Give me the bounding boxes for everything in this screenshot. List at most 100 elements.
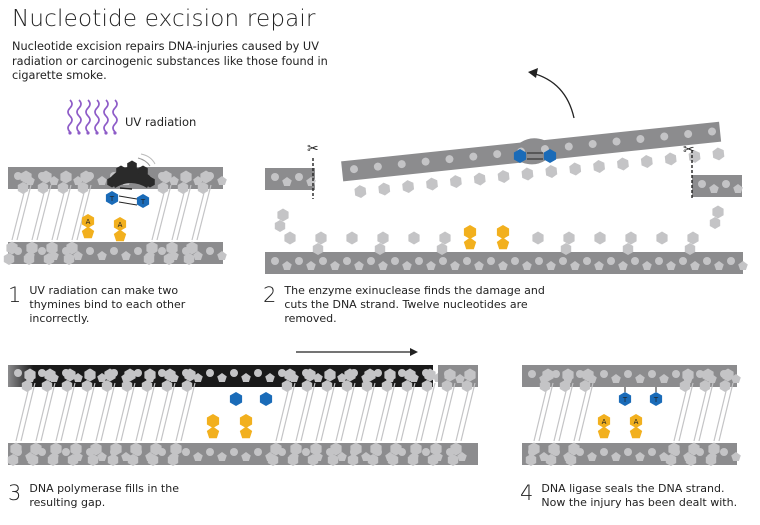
adenine-base: [543, 149, 557, 163]
nucleotide-base: [665, 454, 677, 466]
sugar-dot: [254, 369, 262, 377]
sugar-dot: [655, 257, 663, 265]
nucleotide-base: [545, 165, 558, 178]
nucleotide-base: [180, 170, 192, 184]
base-pair-link: [440, 382, 456, 442]
base-pair-link: [95, 382, 111, 442]
nucleotide-base: [310, 442, 322, 456]
nucleotide-base: [569, 162, 582, 176]
nucleotide-base: [664, 152, 677, 166]
nucleotide-base: [10, 442, 22, 456]
step-text: The enzyme exinuclease finds the damage …: [284, 284, 545, 325]
base-pair-link: [698, 382, 714, 442]
base-pair-link: [51, 184, 67, 241]
phosphate-pentagon: [642, 261, 652, 270]
enzyme-subunit: [116, 165, 126, 177]
nucleotide-base: [560, 243, 572, 255]
nucleotide-base: [160, 170, 172, 184]
phosphate-pentagon: [587, 452, 597, 461]
nucleotide-base: [447, 454, 459, 466]
sugar-dot: [487, 257, 495, 265]
sugar-dot: [511, 257, 519, 265]
step-number: 1: [8, 283, 22, 307]
base-pair-link: [415, 382, 431, 442]
phosphate-pentagon: [217, 452, 227, 461]
phosphate-pentagon: [498, 261, 508, 270]
sugar-dot: [624, 448, 632, 456]
phosphate-pentagon: [73, 251, 83, 260]
nucleotide-base: [430, 442, 442, 456]
uv-wave-end: [68, 131, 72, 135]
nucleotide-base: [124, 368, 136, 382]
phosphate-pentagon: [731, 452, 741, 461]
phosphate-pentagon: [594, 261, 604, 270]
sugar-dot: [398, 369, 406, 377]
nucleotide-base: [290, 442, 302, 456]
phosphate-pentagon: [457, 452, 467, 461]
nucleotide-base: [84, 368, 96, 382]
sugar-dot: [727, 257, 735, 265]
nucleotide-base: [43, 253, 55, 265]
uv-wave-end: [86, 131, 90, 135]
nucleotide-base: [66, 241, 78, 255]
nucleotide-base: [705, 454, 717, 466]
phosphate-pentagon: [217, 176, 227, 185]
nucleotide-base: [267, 454, 279, 466]
phosphate-pentagon: [635, 374, 645, 383]
sugar-dot: [672, 370, 680, 378]
sugar-dot: [636, 135, 645, 144]
adenine-base: [513, 149, 527, 163]
adenine-base: [463, 237, 477, 250]
nucleotide-base: [521, 167, 534, 181]
nucleotide-base: [166, 241, 178, 255]
sugar-dot: [14, 172, 22, 180]
sugar-dot: [648, 370, 656, 378]
sugar-dot: [295, 257, 303, 265]
nucleotide-base: [384, 368, 396, 382]
sugar-dot: [493, 150, 502, 159]
sugar-dot: [206, 247, 214, 255]
panel-2-excision: ✂✂: [265, 68, 748, 274]
phosphate-pentagon: [282, 261, 292, 270]
sugar-dot: [230, 369, 238, 377]
nucleotide-base: [410, 442, 422, 456]
nucleotide-base: [568, 442, 580, 456]
base-pair-link: [151, 184, 167, 241]
base-pair-link: [55, 382, 71, 442]
step-number: 3: [8, 481, 22, 505]
base-pair-link: [60, 382, 76, 442]
nucleotide-base: [625, 231, 637, 245]
base-pair-link: [196, 184, 212, 241]
phosphate-pentagon: [611, 374, 621, 383]
phosphate-pentagon: [193, 251, 203, 260]
sugar-dot: [38, 247, 46, 255]
base-pair-link: [71, 184, 87, 241]
sugar-dot: [373, 162, 382, 171]
intro-text: Nucleotide excision repairs DNA-injuries…: [12, 40, 328, 82]
sugar-dot: [302, 448, 310, 456]
nucleotide-base: [23, 253, 35, 265]
sugar-dot: [110, 247, 118, 255]
adenine-base: [597, 414, 611, 428]
nucleotide-base: [127, 454, 139, 466]
base-pair-link: [558, 382, 574, 442]
page-title: Nucleotide excision repair: [12, 6, 316, 32]
nucleotide-base: [70, 442, 82, 456]
nucleotide-base: [374, 243, 386, 255]
step-text: UV radiation can make two thymines bind …: [29, 284, 186, 325]
sugar-dot: [422, 448, 430, 456]
nucleotide-base: [147, 454, 159, 466]
nucleotide-base: [548, 442, 560, 456]
base-pair-link: [280, 382, 296, 442]
nucleotide-base: [640, 155, 653, 168]
uv-radiation-icon: [67, 99, 118, 135]
nucleotide-base: [712, 147, 725, 161]
nucleotide-base: [404, 368, 416, 382]
enzyme-subunit: [145, 176, 155, 188]
phosphate-pentagon: [618, 261, 628, 270]
nucleotide-base: [350, 442, 362, 456]
sugar-dot: [367, 257, 375, 265]
nucleotide-base: [67, 454, 79, 466]
nucleotide-base: [6, 241, 18, 255]
excised-strand: [341, 121, 725, 199]
